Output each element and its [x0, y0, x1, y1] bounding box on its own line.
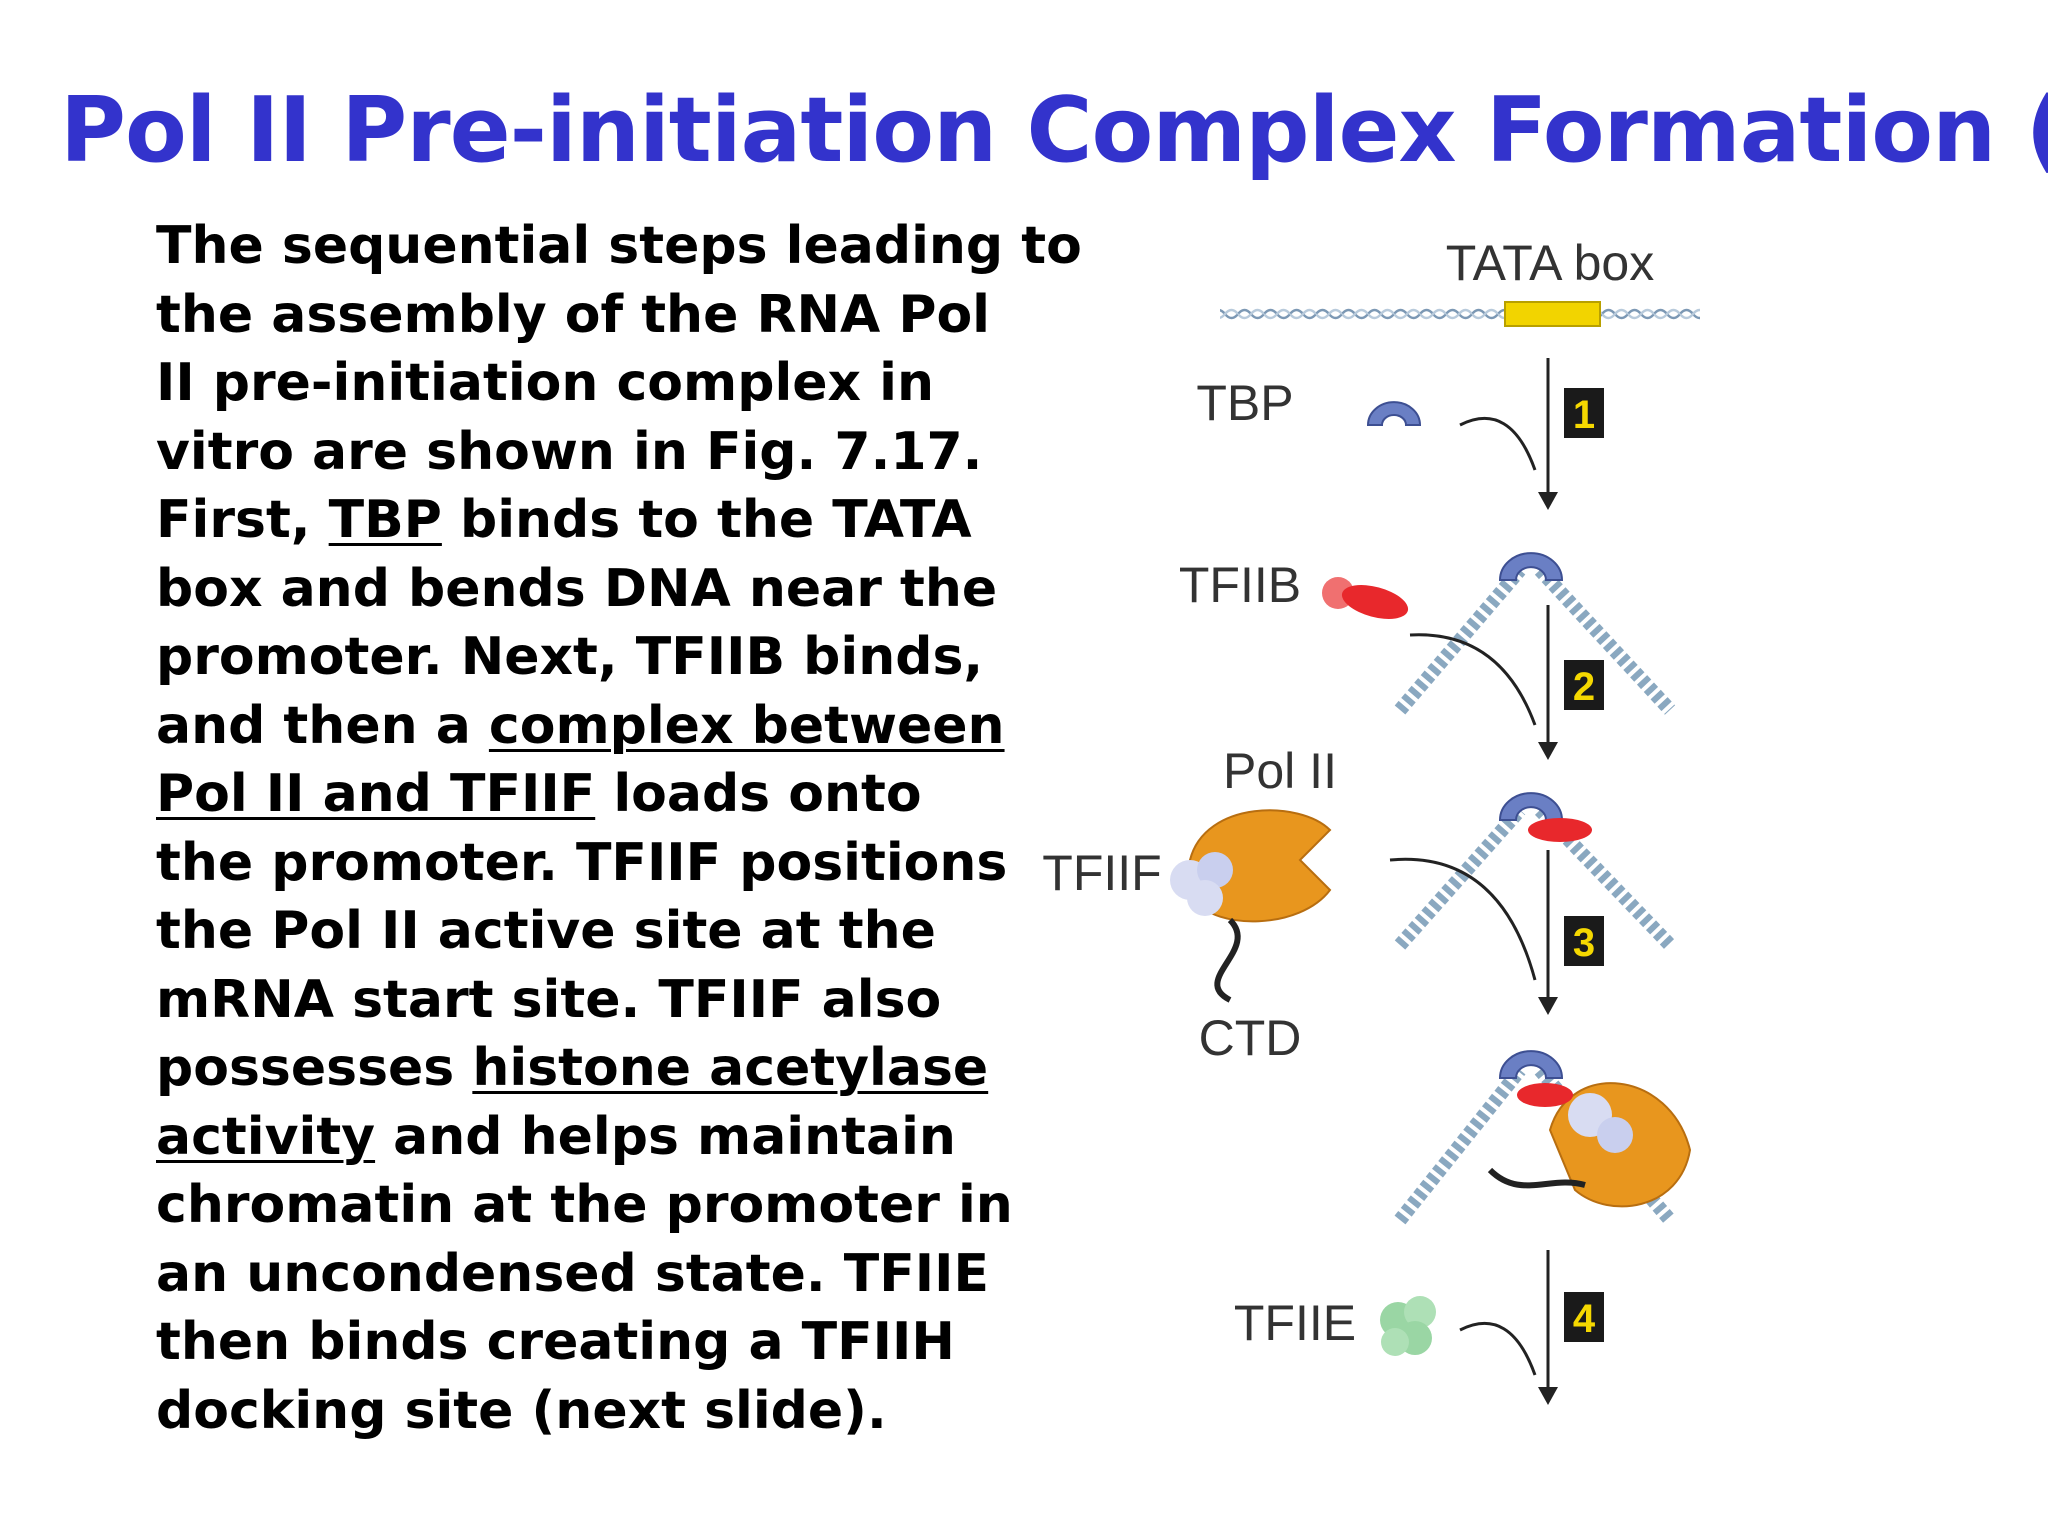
- body-text-run: box and bends DNA near the: [156, 558, 998, 619]
- step-1-badge: 1: [1564, 388, 1604, 438]
- body-line: activity and helps maintain: [156, 1103, 1036, 1172]
- body-line: mRNA start site. TFIIF also: [156, 966, 1036, 1035]
- tbp-shape: [1366, 401, 1422, 426]
- body-line: then binds creating a TFIIH: [156, 1308, 1036, 1377]
- slide-title: Pol II Pre-initiation Complex Formation …: [60, 78, 2048, 183]
- body-text-run: loads onto: [595, 764, 922, 824]
- body-text-run: The sequential steps leading to: [156, 216, 1082, 276]
- underlined-term: complex between: [488, 695, 1005, 756]
- underlined-term: Pol II and TFIIF: [156, 764, 596, 824]
- step-2-badge: 2: [1564, 660, 1604, 710]
- body-text-run: docking site (next slide).: [156, 1380, 887, 1441]
- underlined-term: TBP: [328, 490, 442, 550]
- body-line: vitro are shown in Fig. 7.17.: [156, 418, 1036, 487]
- body-line: an uncondensed state. TFIIE: [156, 1240, 1036, 1309]
- body-text-run: possesses: [156, 1038, 473, 1098]
- body-line: docking site (next slide).: [156, 1377, 1036, 1446]
- tfiif-shape: [1170, 852, 1233, 916]
- body-text-run: First,: [156, 490, 329, 550]
- underlined-term: histone acetylase: [472, 1038, 989, 1098]
- body-line: the assembly of the RNA Pol: [156, 281, 1036, 350]
- body-text-run: and then a: [156, 695, 489, 756]
- body-line: and then a complex between: [156, 692, 1036, 761]
- svg-text:2: 2: [1573, 665, 1595, 709]
- bent-dna-3: [1394, 792, 1676, 950]
- body-line: The sequential steps leading to: [156, 212, 1082, 281]
- body-paragraph: The sequential steps leading to the assem…: [156, 212, 1082, 1446]
- body-line: First, TBP binds to the TATA: [156, 486, 1036, 555]
- body-line: possesses histone acetylase: [156, 1034, 1036, 1103]
- ctd-tail: [1214, 917, 1241, 1003]
- underlined-term: activity: [156, 1106, 376, 1167]
- tata-box: [1504, 301, 1601, 327]
- tfiie-shape: [1380, 1296, 1436, 1356]
- body-text-run: chromatin at the promoter in: [156, 1175, 1013, 1235]
- body-line: box and bends DNA near the: [156, 555, 1036, 624]
- tbp-entry-curve: [1459, 416, 1537, 471]
- body-line: chromatin at the promoter in: [156, 1171, 1036, 1240]
- body-line: promoter. Next, TFIIB binds,: [156, 623, 1036, 692]
- bent-dna-2: [1394, 552, 1676, 715]
- body-text-run: binds to the TATA: [441, 490, 972, 550]
- body-text-run: the assembly of the RNA Pol: [156, 284, 991, 345]
- dna-straight: [1220, 301, 1700, 327]
- body-line: Pol II and TFIIF loads onto: [156, 760, 1036, 829]
- pol-ii-entry-curve: [1389, 857, 1537, 981]
- body-text-run: promoter. Next, TFIIB binds,: [156, 627, 984, 687]
- body-text-run: and helps maintain: [375, 1106, 956, 1167]
- assembled-complex: [1394, 1050, 1692, 1225]
- arrow-heads: [1538, 492, 1558, 1405]
- svg-text:3: 3: [1573, 921, 1595, 965]
- body-line: the promoter. TFIIF positions: [156, 829, 1036, 898]
- pic-assembly-figure: TATA box 1 2 3: [1030, 210, 1740, 1450]
- pol-ii-label: Pol II: [1223, 743, 1337, 799]
- tfiib-shape: [1322, 577, 1409, 619]
- svg-text:1: 1: [1573, 393, 1595, 437]
- step-3-badge: 3: [1564, 916, 1604, 966]
- body-text-run: mRNA start site. TFIIF also: [156, 969, 942, 1030]
- pol-ii-shape: [1188, 809, 1332, 923]
- body-text-run: then binds creating a TFIIH: [156, 1312, 955, 1372]
- body-line: the Pol II active site at the: [156, 897, 1036, 966]
- step-4-badge: 4: [1564, 1292, 1604, 1342]
- body-text-run: an uncondensed state. TFIIE: [156, 1243, 989, 1304]
- body-text-run: the Pol II active site at the: [156, 901, 936, 961]
- body-line: II pre-initiation complex in: [156, 349, 1036, 418]
- svg-text:4: 4: [1573, 1297, 1596, 1341]
- tfiib-entry-curve: [1409, 633, 1537, 726]
- tata-box-label: TATA box: [1446, 235, 1654, 291]
- body-text-run: the promoter. TFIIF positions: [156, 832, 1008, 893]
- tfiie-label: TFIIE: [1234, 1295, 1356, 1351]
- tfiif-label: TFIIF: [1042, 845, 1161, 901]
- tfiib-label: TFIIB: [1179, 557, 1301, 613]
- body-text-run: vitro are shown in Fig. 7.17.: [156, 421, 983, 482]
- body-text-run: II pre-initiation complex in: [156, 353, 935, 413]
- tbp-label: TBP: [1196, 375, 1293, 431]
- ctd-label: CTD: [1199, 1010, 1302, 1066]
- tfiie-entry-curve: [1459, 1321, 1537, 1376]
